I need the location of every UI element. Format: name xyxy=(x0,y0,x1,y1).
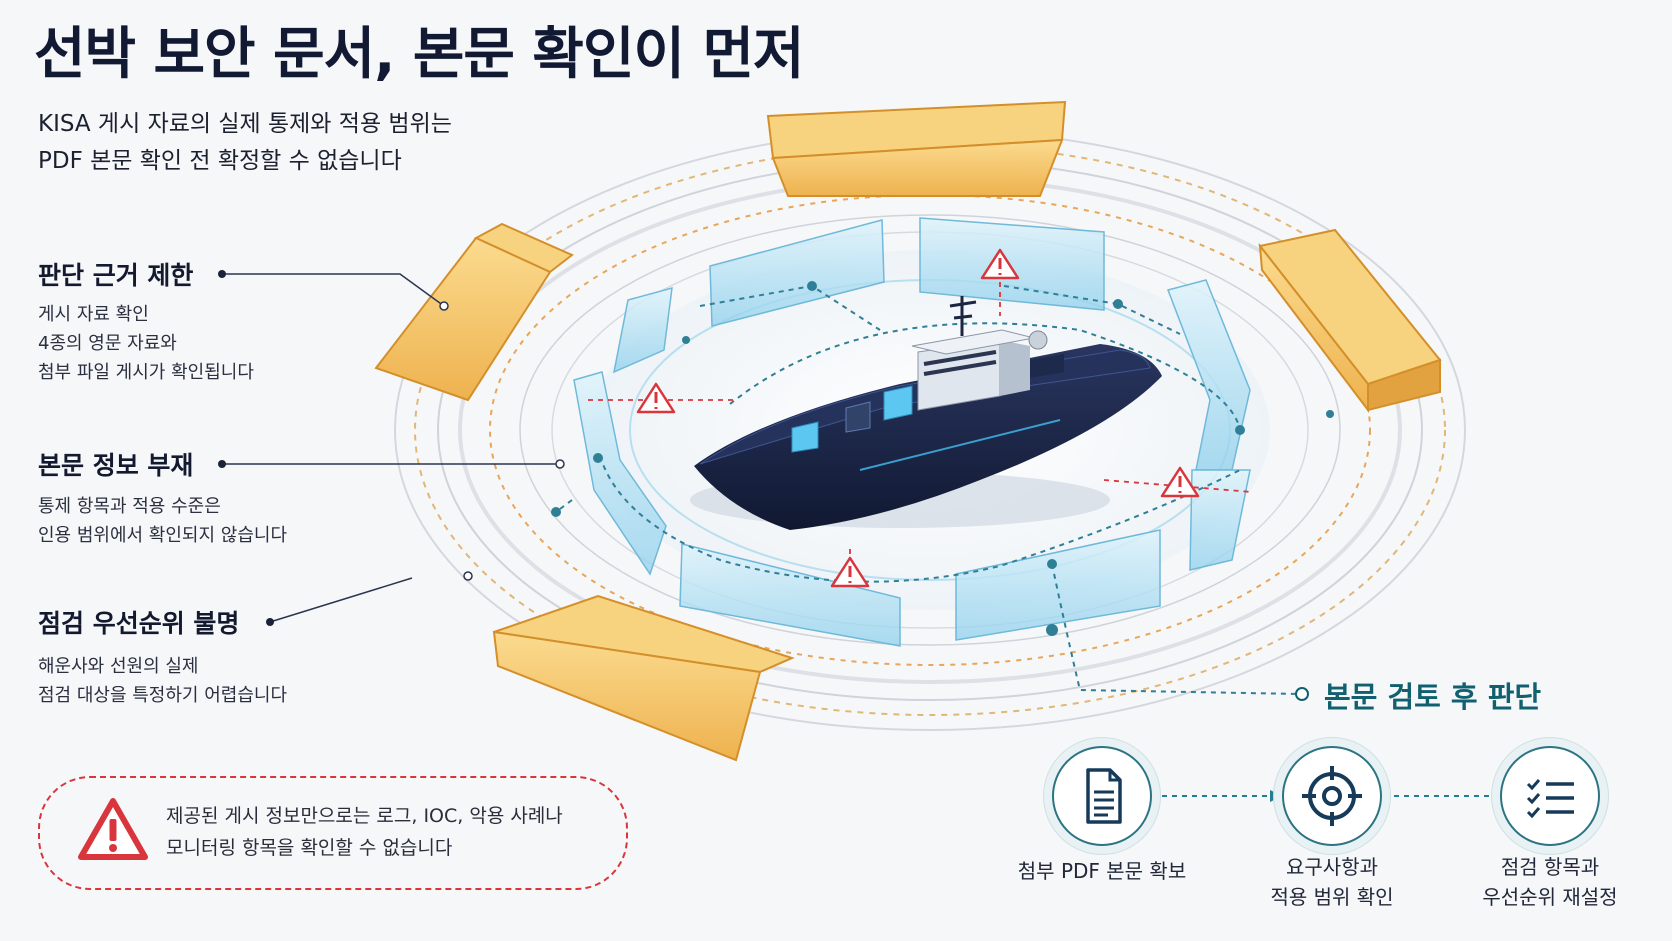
issue-description: 게시 자료 확인 4종의 영문 자료와 첨부 파일 게시가 확인됩니다 xyxy=(38,300,254,387)
ship-bridge xyxy=(911,296,1064,411)
issue-heading: 점검 우선순위 불명 xyxy=(38,609,240,638)
warning-line: 모니터링 항목을 확인할 수 없습니다 xyxy=(166,837,453,859)
step-checklist xyxy=(1500,746,1600,846)
warning-triangles xyxy=(636,248,1200,588)
issue-line: 게시 자료 확인 xyxy=(38,304,149,325)
amber-blocks xyxy=(374,100,1442,762)
issue-line: 통제 항목과 적용 수준은 xyxy=(38,496,221,517)
target-icon xyxy=(1302,766,1362,826)
warning-line: 제공된 게시 정보만으로는 로그, IOC, 악용 사례나 xyxy=(166,805,563,827)
alert-triangle-icon xyxy=(636,382,676,414)
ship-hull xyxy=(694,344,1162,530)
issue-description: 해운사와 선원의 실제 점검 대상을 특정하기 어렵습니다 xyxy=(38,652,287,710)
amber-block-right xyxy=(1258,228,1442,413)
glass-barrier xyxy=(573,217,1251,647)
amber-block-top xyxy=(766,100,1067,197)
warning-text: 제공된 게시 정보만으로는 로그, IOC, 악용 사례나 모니터링 항목을 확… xyxy=(166,800,563,864)
warning-triangle-icon xyxy=(78,798,148,860)
amber-block-left xyxy=(374,222,574,402)
subtitle-line: KISA 게시 자료의 실제 통제와 적용 범위는 xyxy=(38,111,452,137)
alert-triangle-icon xyxy=(830,556,870,588)
warning-callout: 제공된 게시 정보만으로는 로그, IOC, 악용 사례나 모니터링 항목을 확… xyxy=(38,776,628,890)
subtitle-line: PDF 본문 확인 전 확정할 수 없습니다 xyxy=(38,148,402,174)
alert-triangle-icon xyxy=(980,248,1020,280)
ship-containers xyxy=(791,385,913,453)
page-subtitle: KISA 게시 자료의 실제 통제와 적용 범위는 PDF 본문 확인 전 확정… xyxy=(38,106,598,180)
network-nodes xyxy=(551,281,1334,636)
ship-illustration xyxy=(690,296,1162,530)
step-label-line: 우선순위 재설정 xyxy=(1482,885,1618,909)
issue-line: 점검 대상을 특정하기 어렵습니다 xyxy=(38,685,288,706)
step-label: 요구사항과 적용 범위 확인 xyxy=(1232,852,1432,912)
amber-block-bottom xyxy=(492,594,795,762)
page-title: 선박 보안 문서, 본문 확인이 먼저 xyxy=(34,22,805,87)
alert-triangle-icon xyxy=(1160,466,1200,498)
step-label: 점검 항목과 우선순위 재설정 xyxy=(1450,852,1650,912)
issue-line: 첨부 파일 게시가 확인됩니다 xyxy=(38,362,254,383)
step-label-line: 첨부 PDF 본문 확보 xyxy=(1017,859,1187,883)
step-label-line: 적용 범위 확인 xyxy=(1270,885,1394,909)
left-connectors xyxy=(222,273,560,623)
step-target xyxy=(1282,746,1382,846)
action-heading: 본문 검토 후 판단 xyxy=(1324,680,1542,714)
document-icon xyxy=(1086,768,1122,824)
ship-deck xyxy=(699,349,1151,465)
issue-description: 통제 항목과 적용 수준은 인용 범위에서 확인되지 않습니다 xyxy=(38,492,287,550)
step-label-line: 점검 항목과 xyxy=(1500,855,1600,879)
issue-line: 인용 범위에서 확인되지 않습니다 xyxy=(38,525,288,546)
step-document xyxy=(1052,746,1152,846)
issue-line: 해운사와 선원의 실제 xyxy=(38,656,199,677)
step-label: 첨부 PDF 본문 확보 xyxy=(1002,856,1202,886)
issue-heading: 판단 근거 제한 xyxy=(38,261,194,290)
checklist-icon xyxy=(1526,779,1574,819)
issue-line: 4종의 영문 자료와 xyxy=(38,333,177,354)
step-label-line: 요구사항과 xyxy=(1286,855,1378,879)
issue-heading: 본문 정보 부재 xyxy=(38,451,194,480)
